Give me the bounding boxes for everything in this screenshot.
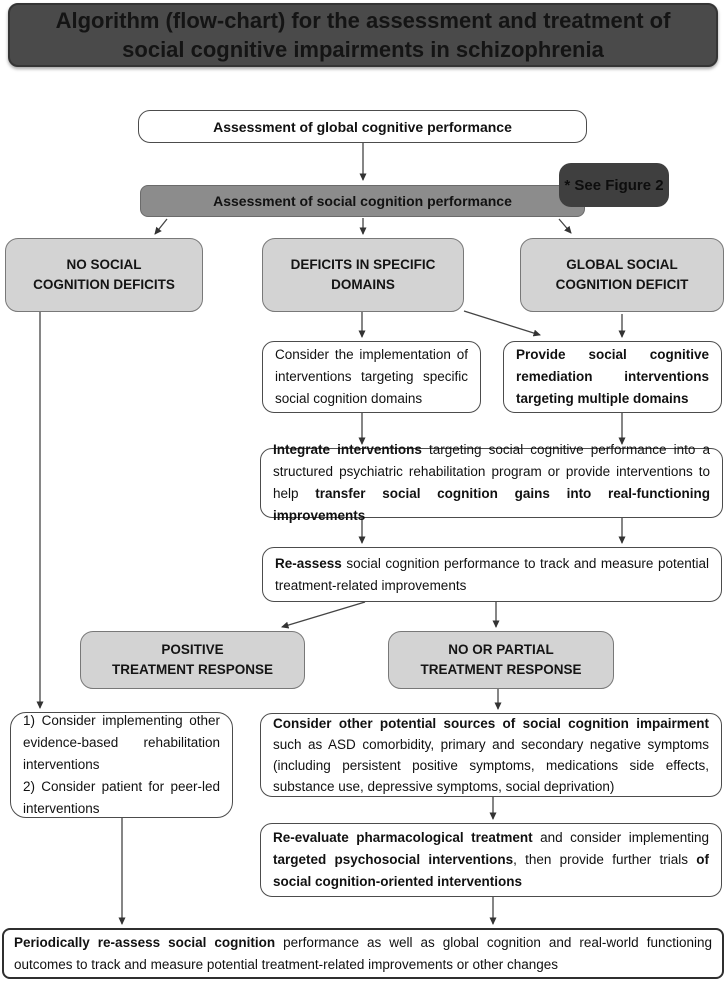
arrow-social-to-no-deficits xyxy=(154,218,168,235)
node-no-social-cognition-deficits: NO SOCIAL COGNITION DEFICITS xyxy=(5,238,203,312)
node-social-cognition-assessment: Assessment of social cognition performan… xyxy=(140,185,585,217)
arrow-reassess-to-positive xyxy=(281,601,366,629)
node-consider-specific-interventions: Consider the implementation of intervent… xyxy=(262,341,481,413)
node-text: Provide social cognitive remediation int… xyxy=(516,347,709,406)
arrow-specific-to-provide xyxy=(463,310,541,337)
node-label-line: DEFICITS IN SPECIFIC xyxy=(290,257,436,272)
node-label-line: TREATMENT RESPONSE xyxy=(420,662,582,677)
node-text: Consider other potential sources of soci… xyxy=(273,716,709,794)
node-text: Consider the implementation of intervent… xyxy=(275,347,468,406)
node-text: 1) Consider implementing other evidence-… xyxy=(23,713,220,772)
see-figure-note: * See Figure 2 xyxy=(559,163,669,207)
node-text: Periodically re-assess social cognition … xyxy=(14,934,712,972)
arrow-social-to-global-deficit xyxy=(558,218,572,234)
node-other-rehabilitation-options: 1) Consider implementing other evidence-… xyxy=(10,712,233,818)
node-label-line: COGNITION DEFICITS xyxy=(33,277,175,292)
node-label-line: NO SOCIAL xyxy=(66,257,142,272)
node-text: Integrate interventions targeting social… xyxy=(273,442,710,523)
node-text: Re-evaluate pharmacological treatment an… xyxy=(273,830,709,889)
figure-title: Algorithm (flow-chart) for the assessmen… xyxy=(8,3,718,67)
node-label-line: NO OR PARTIAL xyxy=(448,642,554,657)
node-label-line: DOMAINS xyxy=(331,277,395,292)
node-provide-remediation: Provide social cognitive remediation int… xyxy=(503,341,722,413)
node-global-social-cognition-deficit: GLOBAL SOCIAL COGNITION DEFICIT xyxy=(520,238,724,312)
node-periodic-reassessment: Periodically re-assess social cognition … xyxy=(2,928,724,979)
node-no-or-partial-treatment-response: NO OR PARTIAL TREATMENT RESPONSE xyxy=(388,631,614,689)
node-integrate-interventions: Integrate interventions targeting social… xyxy=(260,442,723,523)
node-positive-treatment-response: POSITIVE TREATMENT RESPONSE xyxy=(80,631,305,689)
node-label-line: COGNITION DEFICIT xyxy=(555,277,689,292)
node-label-line: POSITIVE xyxy=(161,642,224,657)
node-text: 2) Consider patient for peer-led interve… xyxy=(23,779,220,816)
node-text: Re-assess social cognition performance t… xyxy=(275,555,709,593)
node-consider-other-sources: Consider other potential sources of soci… xyxy=(260,713,722,797)
node-global-cognitive-assessment: Assessment of global cognitive performan… xyxy=(138,110,587,143)
node-deficits-specific-domains: DEFICITS IN SPECIFIC DOMAINS xyxy=(262,238,464,312)
node-label-line: GLOBAL SOCIAL xyxy=(566,257,678,272)
node-label-line: TREATMENT RESPONSE xyxy=(111,662,273,677)
node-reassess-social-cognition: Re-assess social cognition performance t… xyxy=(262,547,722,602)
node-reevaluate-pharmacological-treatment: Re-evaluate pharmacological treatment an… xyxy=(260,823,722,897)
